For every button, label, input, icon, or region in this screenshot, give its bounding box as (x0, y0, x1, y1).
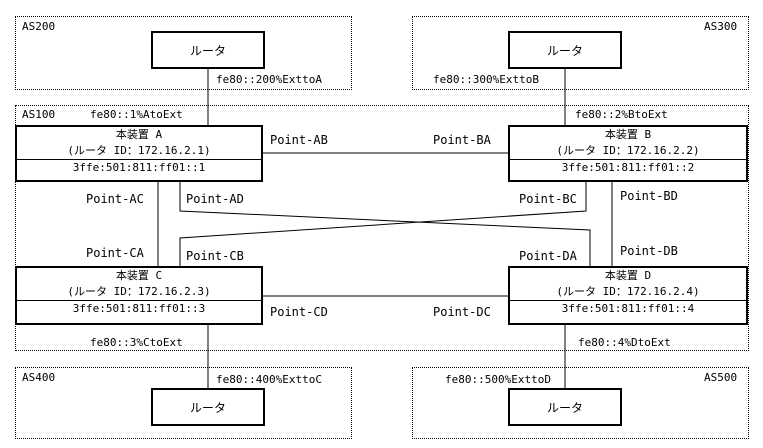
device-d: 本装置 D (ルータ ID：172.16.2.4) 3ffe:501:811:f… (508, 266, 748, 325)
as400-area (15, 367, 352, 439)
as400-label: AS400 (22, 371, 56, 384)
point-ba: Point-BA (433, 133, 491, 147)
device-b-address: 3ffe:501:811:ff01::2 (510, 159, 746, 176)
device-c-address: 3ffe:501:811:ff01::3 (17, 300, 261, 317)
point-cb: Point-CB (186, 249, 244, 263)
point-bd: Point-BD (620, 189, 678, 203)
device-b-router-id: (ルータ ID：172.16.2.2) (556, 144, 700, 157)
router-as300: ルータ (508, 31, 622, 69)
as500-area (412, 367, 749, 439)
router-as500: ルータ (508, 388, 622, 426)
iface-r500: fe80::500%ExttoD (445, 373, 551, 386)
as300-label: AS300 (704, 20, 738, 33)
device-b: 本装置 B (ルータ ID：172.16.2.2) 3ffe:501:811:f… (508, 125, 748, 182)
iface-a-ext: fe80::1%AtoExt (90, 108, 183, 121)
device-a-router-id: (ルータ ID：172.16.2.1) (67, 144, 211, 157)
as300-area (412, 16, 749, 90)
iface-r200: fe80::200%ExttoA (216, 73, 322, 86)
device-a-address: 3ffe:501:811:ff01::1 (17, 159, 261, 176)
router-as400-label: ルータ (189, 400, 226, 415)
point-bc: Point-BC (519, 192, 577, 206)
point-ca: Point-CA (86, 246, 144, 260)
device-c-name: 本装置 C (115, 269, 163, 282)
point-dc: Point-DC (433, 305, 491, 319)
iface-c-ext: fe80::3%CtoExt (90, 336, 183, 349)
router-as500-label: ルータ (546, 400, 583, 415)
device-d-name: 本装置 D (604, 269, 652, 282)
as200-label: AS200 (22, 20, 56, 33)
point-db: Point-DB (620, 244, 678, 258)
device-c: 本装置 C (ルータ ID：172.16.2.3) 3ffe:501:811:f… (15, 266, 263, 325)
router-as300-label: ルータ (546, 43, 583, 58)
as500-label: AS500 (704, 371, 738, 384)
point-ab: Point-AB (270, 133, 328, 147)
device-a: 本装置 A (ルータ ID：172.16.2.1) 3ffe:501:811:f… (15, 125, 263, 182)
router-as400: ルータ (151, 388, 265, 426)
point-ad: Point-AD (186, 192, 244, 206)
device-c-router-id: (ルータ ID：172.16.2.3) (67, 285, 211, 298)
router-as200-label: ルータ (189, 43, 226, 58)
router-as200: ルータ (151, 31, 265, 69)
iface-r400: fe80::400%ExttoC (216, 373, 322, 386)
iface-d-ext: fe80::4%DtoExt (578, 336, 671, 349)
iface-b-ext: fe80::2%BtoExt (575, 108, 668, 121)
device-d-address: 3ffe:501:811:ff01::4 (510, 300, 746, 317)
point-cd: Point-CD (270, 305, 328, 319)
iface-r300: fe80::300%ExttoB (433, 73, 539, 86)
point-da: Point-DA (519, 249, 577, 263)
point-ac: Point-AC (86, 192, 144, 206)
as100-area (15, 105, 749, 351)
as100-label: AS100 (22, 108, 56, 121)
as200-area (15, 16, 352, 90)
link-b-c (179, 182, 587, 266)
device-d-router-id: (ルータ ID：172.16.2.4) (556, 285, 700, 298)
device-a-name: 本装置 A (115, 128, 163, 141)
device-b-name: 本装置 B (604, 128, 652, 141)
link-a-d (179, 182, 591, 266)
